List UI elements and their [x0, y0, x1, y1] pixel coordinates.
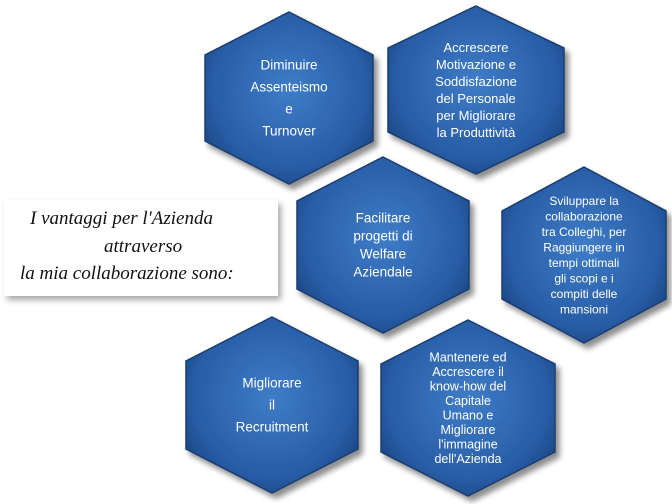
hexagon-label-line: il [269, 398, 275, 413]
diagram-caption-box: I vantaggi per l'Azienda attraverso la m… [4, 200, 278, 296]
hexagon-shape [387, 5, 565, 175]
hexagon-shape [501, 166, 667, 344]
hexagon-label-line: l'immagine [438, 438, 497, 452]
hexagon-label-line: progetti di [353, 229, 412, 244]
hexagon-label-line: Accrescere il [432, 365, 504, 379]
hexagon-label-line: compiti delle [551, 287, 618, 301]
hexagon-label-line: collaborazione [545, 209, 623, 223]
hexagon-label-line: Welfare [360, 247, 406, 262]
caption-line-3: la mia collaborazione sono: [20, 263, 234, 284]
hexagon-shape [204, 11, 374, 185]
hexagon-label-line: Accrescere [443, 40, 508, 55]
hexagon-label-line: Migliorare [242, 376, 301, 391]
hexagon-label-line: tempi ottimali [549, 256, 620, 270]
hexagon-label-line: Turnover [262, 124, 316, 139]
hexagon-label-line: Raggiungere in [543, 240, 624, 254]
hexagon-label-line: Umano e [443, 409, 494, 423]
hexagon-label-line: tra Colleghi, per [542, 225, 627, 239]
hexagon-label-line: Diminuire [260, 58, 317, 73]
hexagon-shape [185, 316, 359, 494]
hexagon-shape [380, 319, 556, 497]
hexagon-label-line: gli scopi e i [554, 271, 613, 285]
hexagon-label-line: Motivazione e [436, 57, 516, 72]
hexagon-shape [296, 156, 470, 334]
hexagon-label-line: Mantenere ed [429, 351, 506, 365]
caption-line-2: attraverso [104, 236, 183, 257]
hexagon-label-line: know-how del [430, 380, 506, 394]
hexagon-label-line: e [285, 102, 293, 117]
hexagon-label-line: dell'Azienda [434, 452, 501, 466]
hexagon-label-line: Recruitment [236, 420, 309, 435]
hexagon-label-line: Assenteismo [250, 80, 327, 95]
hexagon-label-line: mansioni [560, 302, 608, 316]
hexagon-label-line: Capitale [445, 394, 491, 408]
hexagon-label-line: Facilitare [356, 211, 411, 226]
hexagon-label-line: la Produttività [437, 125, 517, 140]
hexagon-label-line: Sviluppare la [549, 194, 619, 208]
hexagon-label-line: Aziendale [353, 265, 412, 280]
hexagon-label-line: Soddisfazione [435, 74, 517, 89]
hexagon-label-line: Migliorare [441, 423, 496, 437]
hexagon-label-line: per Migliorare [436, 108, 515, 123]
hexagon-label-line: del Personale [436, 91, 516, 106]
caption-line-1: I vantaggi per l'Azienda [30, 208, 213, 229]
